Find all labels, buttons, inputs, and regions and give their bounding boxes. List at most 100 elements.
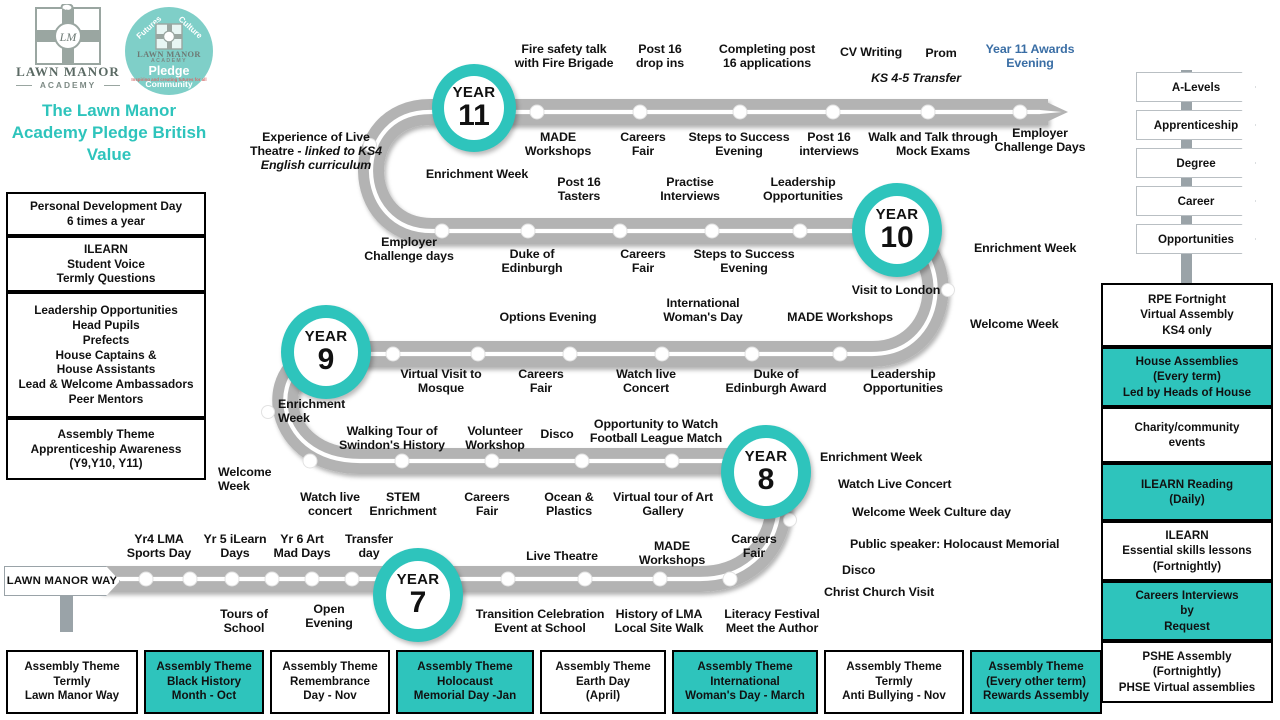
right-box-house-assemblies: House Assemblies (Every term) Led by Hea… <box>1101 347 1273 407</box>
y10-label-made-workshops: MADE Workshops <box>787 310 893 324</box>
right-box-ilearn-essential: ILEARN Essential skills lessons (Fortnig… <box>1101 521 1273 581</box>
lawn-manor-way-sign: LAWN MANOR WAY <box>4 566 120 596</box>
y10-label-leadership-opportunities: Leadership Opportunities <box>763 175 843 203</box>
signpost-opportunities[interactable]: Opportunities <box>1136 224 1256 254</box>
y11-label-careers-fair: Careers Fair <box>620 130 666 158</box>
assembly-box-black-history-month: Assembly Theme Black History Month - Oct <box>144 650 264 714</box>
year-number: 9 <box>317 343 335 376</box>
signpost-degree[interactable]: Degree <box>1136 148 1256 178</box>
signpost-career[interactable]: Career <box>1136 186 1256 216</box>
y11-label-ks45-transfer: KS 4-5 Transfer <box>871 71 961 85</box>
pledge-crest-icon <box>152 23 186 51</box>
school-crest-icon: LM <box>22 4 114 82</box>
y11-label-awards-evening: Year 11 Awards Evening <box>985 42 1075 70</box>
y8-label-virtual-tour-art-gallery: Virtual tour of Art Gallery <box>613 490 713 518</box>
y8-label-christ-church-visit: Christ Church Visit <box>824 585 935 599</box>
pledge-tagline: Inspiring and creating futures for all <box>131 77 207 82</box>
y7-label-tours-of-school: Tours of School <box>220 607 268 635</box>
y9-label-international-womans-day: International Woman's Day <box>663 296 743 324</box>
y8-label-careers-fair: Careers Fair <box>464 490 510 518</box>
left-box-ilearn-student-voice: ILEARN Student Voice Termly Questions <box>6 236 206 292</box>
year-number: 10 <box>880 221 914 254</box>
y10-label-careers-fair: Careers Fair <box>620 247 666 275</box>
pledge-label: Pledge <box>148 64 190 78</box>
y8-label-watch-live-concert-2: Watch Live Concert <box>838 477 952 491</box>
y8-label-disco: Disco <box>842 563 876 577</box>
left-box-personal-development: Personal Development Day 6 times a year <box>6 192 206 236</box>
left-box-leadership-opportunities: Leadership Opportunities Head Pupils Pre… <box>6 292 206 418</box>
year-number: 11 <box>458 99 490 132</box>
assembly-box-rewards-assembly: Assembly Theme (Every other term) Reward… <box>970 650 1102 714</box>
year-word: YEAR <box>452 84 496 101</box>
svg-text:LM: LM <box>59 30 78 44</box>
year-marker-7: YEAR 7 <box>373 548 463 642</box>
y9-label-leadership-opportunities: Leadership Opportunities <box>863 367 943 395</box>
y8-label-ocean-plastics: Ocean & Plastics <box>544 490 594 518</box>
y9-label-virtual-visit-mosque: Virtual Visit to Mosque <box>400 367 482 395</box>
y10-label-employer-challenge-days: Employer Challenge days <box>364 235 454 263</box>
pledge-word-community: Community <box>145 79 193 89</box>
y11-label-fire-safety: Fire safety talk with Fire Brigade <box>514 42 614 70</box>
year-number: 7 <box>409 586 427 619</box>
y7-label-yr6-art-mad-days: Yr 6 Art Mad Days <box>273 532 331 560</box>
y7-label-history-of-lma: History of LMA Local Site Walk <box>614 607 704 635</box>
year-marker-11: YEAR 11 <box>432 64 516 152</box>
right-box-pshe-assembly: PSHE Assembly (Fortnightly) PHSE Virtual… <box>1101 641 1273 703</box>
y9-label-duke-of-edinburgh-award: Duke of Edinburgh Award <box>725 367 827 395</box>
signpost-a-levels[interactable]: A-Levels <box>1136 72 1256 102</box>
pledge-subwordmark: ACADEMY <box>150 58 188 64</box>
assembly-box-earth-day: Assembly Theme Earth Day (April) <box>540 650 666 714</box>
y8-label-disco: Disco <box>540 427 574 441</box>
year-word: YEAR <box>744 448 788 465</box>
y8-label-public-speaker-holocaust: Public speaker: Holocaust Memorial <box>850 537 1060 551</box>
left-box-assembly-apprenticeship: Assembly Theme Apprenticeship Awareness … <box>6 418 206 480</box>
pledge-badge-icon: Futures Culture LAWN MANOR ACADEMY Pledg… <box>125 7 213 95</box>
y9-label-options-evening: Options Evening <box>499 310 597 324</box>
y8-label-stem-enrichment: STEM Enrichment <box>369 490 437 518</box>
y9-label-careers-fair: Careers Fair <box>518 367 564 395</box>
y7-label-live-theatre: Live Theatre <box>526 549 598 563</box>
y8-label-watch-live-concert: Watch live concert <box>300 490 360 518</box>
y11-label-completing-apps: Completing post 16 applications <box>718 42 816 70</box>
y10-label-post16-tasters: Post 16 Tasters <box>557 175 601 203</box>
crest-wordmark: LAWN MANOR <box>16 64 120 79</box>
y11-label-prom: Prom <box>925 46 957 60</box>
y11-label-cv-writing: CV Writing <box>839 45 903 59</box>
y7-label-made-workshops: MADE Workshops <box>638 539 706 567</box>
signpost-apprenticeship[interactable]: Apprenticeship <box>1136 110 1256 140</box>
y8-label-enrichment-week: Enrichment Week <box>820 450 923 464</box>
y7-label-transition-celebration: Transition Celebration Event at School <box>475 607 605 635</box>
crest-subwordmark: ACADEMY <box>12 80 124 90</box>
year-marker-10: YEAR 10 <box>852 183 942 277</box>
y10-label-welcome-week: Welcome Week <box>970 317 1059 331</box>
y7-label-yr5-ilearn-days: Yr 5 iLearn Days <box>203 532 267 560</box>
page-title: The Lawn Manor Academy Pledge British Va… <box>11 101 207 164</box>
y8-label-welcome-week-culture: Welcome Week Culture day <box>852 505 1011 519</box>
y11-label-employer-challenge: Employer Challenge Days <box>994 126 1086 154</box>
right-box-ilearn-reading: ILEARN Reading (Daily) <box>1101 463 1273 521</box>
y10-label-steps-to-success: Steps to Success Evening <box>693 247 795 275</box>
y11-label-steps-to-success: Steps to Success Evening <box>688 130 790 158</box>
y7-label-literacy-festival: Literacy Festival Meet the Author <box>724 607 820 635</box>
y8-label-walking-tour-swindon: Walking Tour of Swindon's History <box>339 424 445 452</box>
y11-label-walk-and-talk: Walk and Talk through Mock Exams <box>868 130 998 158</box>
year-marker-9: YEAR 9 <box>281 305 371 399</box>
branding-header: LM LAWN MANOR ACADEMY Futures Culture LA… <box>8 2 218 97</box>
assembly-box-remembrance-day: Assembly Theme Remembrance Day - Nov <box>270 650 390 714</box>
year-word: YEAR <box>396 571 440 588</box>
y7-label-open-evening: Open Evening <box>305 602 353 630</box>
assembly-box-anti-bullying: Assembly Theme Termly Anti Bullying - No… <box>824 650 964 714</box>
assembly-box-termly-lawn-manor-way: Assembly Theme Termly Lawn Manor Way <box>6 650 138 714</box>
way-signpost-pole <box>60 592 73 632</box>
assembly-box-international-womans-day: Assembly Theme International Woman's Day… <box>672 650 818 714</box>
year-word: YEAR <box>875 206 919 223</box>
y11-label-made-workshops: MADE Workshops <box>524 130 592 158</box>
y10-label-practise-interviews: Practise Interviews <box>660 175 720 203</box>
y7-label-transfer-day: Transfer day <box>344 532 394 560</box>
right-box-charity-events: Charity/community events <box>1101 407 1273 463</box>
pledge-wordmark: LAWN MANOR <box>137 50 201 59</box>
y9-label-welcome-week: Welcome Week <box>218 465 272 493</box>
y7-label-careers-fair: Careers Fair <box>731 532 777 560</box>
